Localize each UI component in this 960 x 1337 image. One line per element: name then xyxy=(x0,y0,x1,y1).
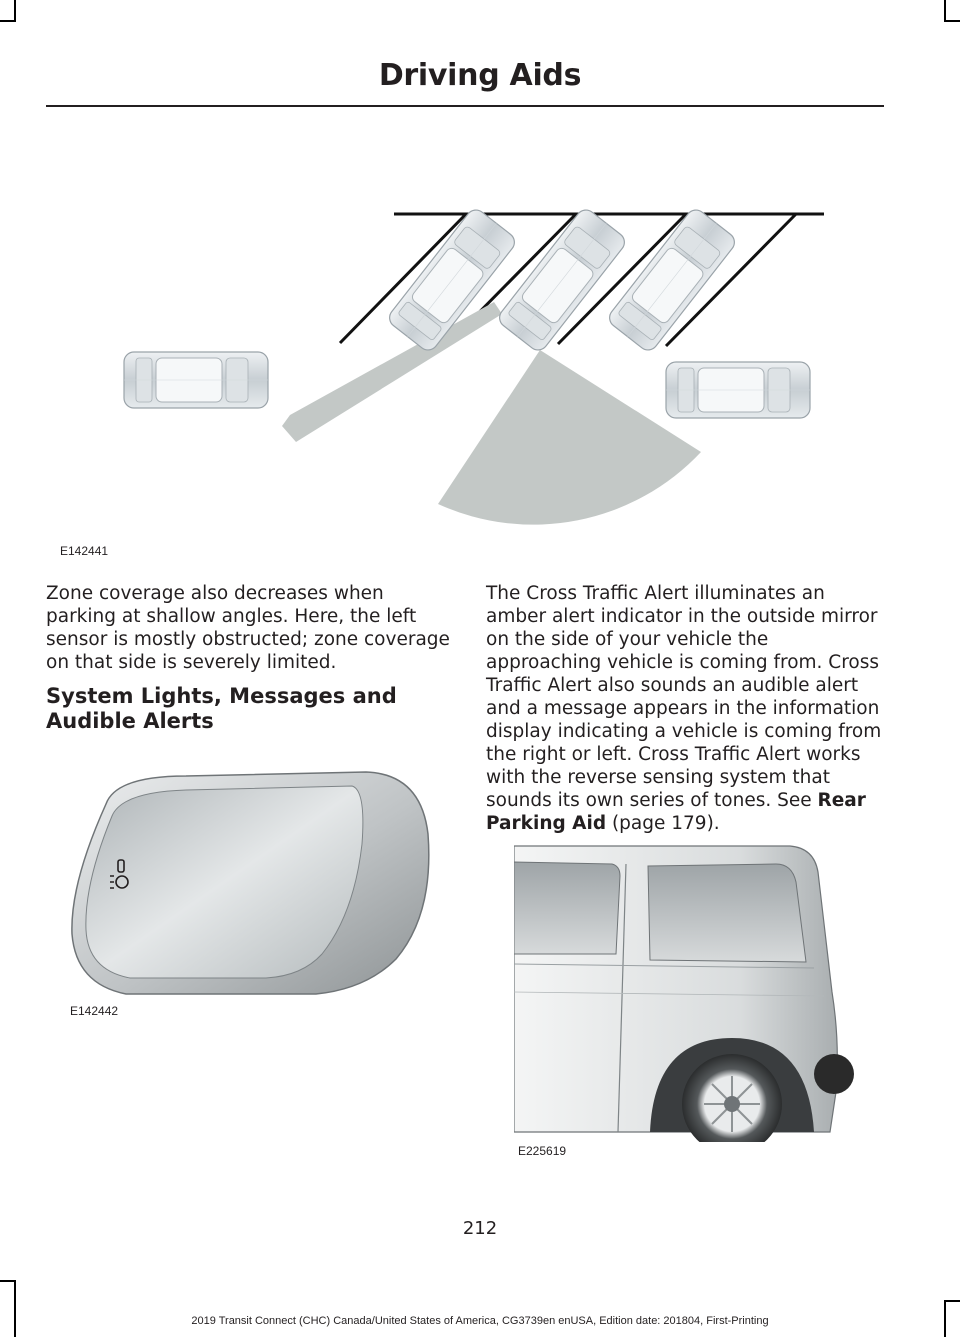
figure-label-mirror: E142442 xyxy=(70,1004,119,1018)
footer-text: 2019 Transit Connect (CHC) Canada/United… xyxy=(191,1315,769,1327)
crop-mark-bottom-right-h xyxy=(944,1300,960,1302)
section-heading: System Lights, Messages and Audible Aler… xyxy=(46,684,397,733)
cross-traffic-main-text: The Cross Traffic Alert illuminates an a… xyxy=(486,583,882,811)
mirror-illustration xyxy=(71,771,430,995)
cross-traffic-text: The Cross Traffic Alert illuminates an a… xyxy=(486,582,882,835)
coverage-paragraph: Zone coverage also decreases when parkin… xyxy=(46,582,450,674)
parking-illustration xyxy=(123,205,824,525)
blind-spot-alert-icon xyxy=(110,859,129,889)
figure-label-van: E225619 xyxy=(518,1144,567,1158)
crop-mark-top-left-h xyxy=(0,20,16,22)
crop-mark-bottom-right-v xyxy=(944,1300,946,1337)
coverage-paragraph-text: Zone coverage also decreases when parkin… xyxy=(46,583,450,673)
cross-traffic-paragraph: The Cross Traffic Alert illuminates an a… xyxy=(486,582,882,835)
figure-label-parking: E142441 xyxy=(60,544,109,558)
page-title: Driving Aids xyxy=(378,58,582,93)
crop-mark-bottom-left-h xyxy=(0,1280,16,1282)
crop-mark-bottom-left-v xyxy=(14,1280,16,1337)
header-rule xyxy=(46,105,884,107)
page-reference-text: (page 179). xyxy=(606,813,720,834)
crop-mark-top-right-v xyxy=(944,0,946,22)
crop-mark-top-left-v xyxy=(14,0,16,22)
left-sensor-zone xyxy=(282,302,502,442)
crop-mark-top-right-h xyxy=(944,20,960,22)
right-sensor-zone xyxy=(438,350,701,525)
van-illustration xyxy=(514,845,854,1142)
rear-sensor-indicator xyxy=(814,1054,854,1094)
page-number: 212 xyxy=(462,1218,498,1239)
rear-parking-aid-link[interactable]: Rear Parking Aid xyxy=(486,790,866,834)
